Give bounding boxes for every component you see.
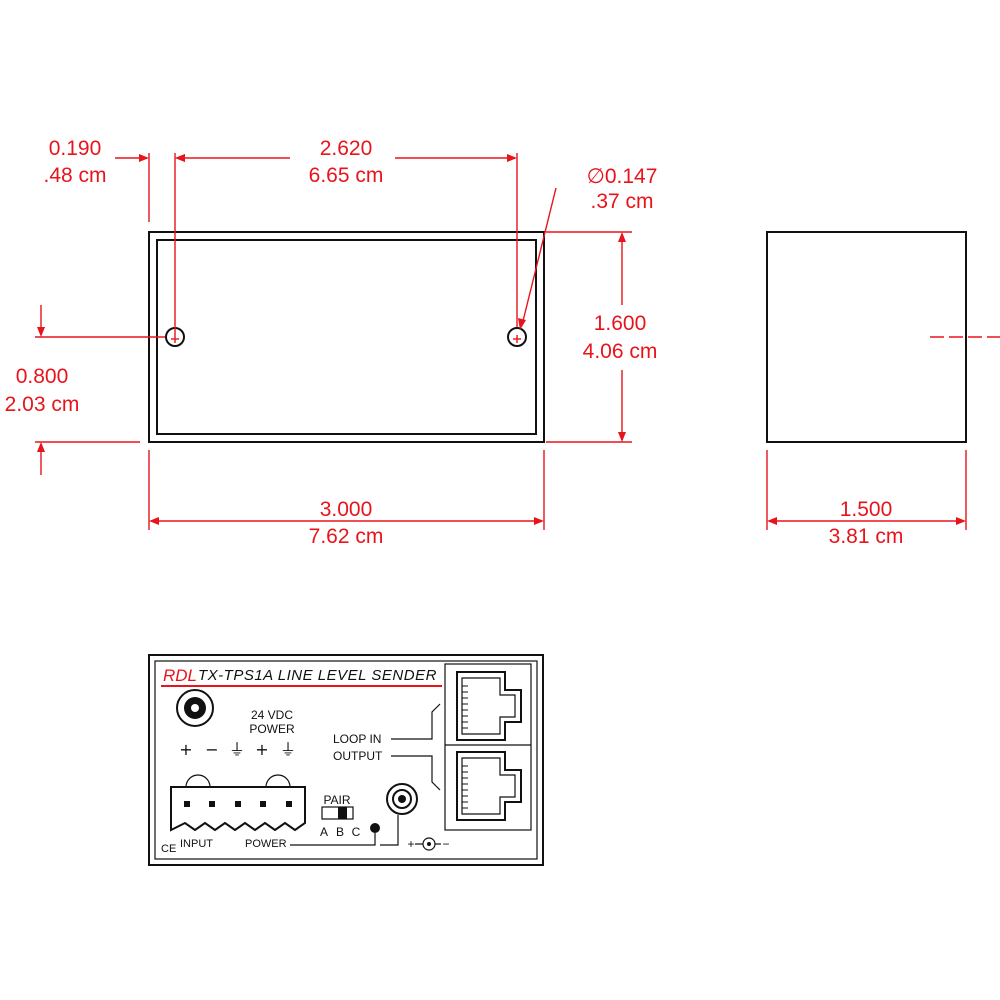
hole-height-dimension: 0.800 2.03 cm bbox=[5, 305, 165, 475]
hole-offset-cm: .48 cm bbox=[43, 164, 106, 187]
width-cm: 7.62 cm bbox=[309, 525, 384, 548]
power-spec-label: POWER bbox=[249, 722, 295, 736]
rca-leader bbox=[380, 815, 399, 846]
depth-inch: 1.500 bbox=[840, 498, 893, 521]
output-jack bbox=[456, 751, 522, 821]
polarity-minus: − bbox=[442, 837, 449, 851]
power-led bbox=[370, 823, 380, 833]
width-dimension: 3.000 7.62 cm bbox=[148, 450, 545, 548]
power-jack bbox=[176, 689, 214, 727]
pair-option-b: B bbox=[336, 825, 344, 839]
output-label: OUTPUT bbox=[333, 749, 383, 763]
model-title: TX-TPS1A LINE LEVEL SENDER bbox=[198, 667, 437, 684]
rj45-block bbox=[444, 663, 532, 831]
front-panel-inner bbox=[154, 660, 538, 860]
ce-mark: CE bbox=[161, 843, 176, 855]
terminal-sign-1: + bbox=[179, 740, 192, 759]
brand-logo: RDL bbox=[163, 666, 197, 685]
hole-spacing-inch: 2.620 bbox=[320, 137, 373, 160]
hole-diameter-inch: ∅0.147 bbox=[587, 165, 658, 188]
height-inch: 1.600 bbox=[594, 312, 647, 335]
power-spec-voltage: 24 VDC bbox=[251, 708, 293, 722]
terminal-block bbox=[170, 774, 306, 832]
polarity-symbol: + − bbox=[407, 837, 449, 851]
rca-connector bbox=[386, 783, 418, 815]
output-leader bbox=[391, 755, 441, 791]
width-inch: 3.000 bbox=[320, 498, 373, 521]
hole-spacing-dimension: 2.620 6.65 cm bbox=[175, 137, 518, 327]
loop-in-jack bbox=[456, 671, 522, 741]
terminal-sign-2: − bbox=[205, 740, 218, 759]
depth-dimension: 1.500 3.81 cm bbox=[766, 450, 967, 548]
pair-label: PAIR bbox=[323, 793, 350, 807]
hole-offset-dimension: 0.190 .48 cm bbox=[43, 137, 185, 335]
side-view-outline bbox=[766, 231, 967, 443]
terminal-sign-3: ⏚ bbox=[229, 740, 245, 759]
mounting-hole-right bbox=[507, 327, 527, 347]
top-view-inner-outline bbox=[156, 239, 537, 435]
front-panel-outer bbox=[148, 654, 544, 866]
hole-offset-inch: 0.190 bbox=[49, 137, 102, 160]
top-view-outer-outline bbox=[148, 231, 545, 443]
hole-spacing-cm: 6.65 cm bbox=[309, 164, 384, 187]
terminal-sign-5: ⏚ bbox=[280, 740, 296, 759]
pair-option-c: C bbox=[352, 825, 361, 839]
pair-switch bbox=[321, 806, 354, 820]
hole-height-cm: 2.03 cm bbox=[5, 393, 80, 416]
terminal-sign-4: + bbox=[255, 740, 268, 759]
polarity-plus: + bbox=[407, 837, 414, 851]
power-led-leader bbox=[290, 833, 376, 846]
height-dimension: 1.600 4.06 cm bbox=[546, 231, 658, 443]
hole-diameter-cm: .37 cm bbox=[590, 190, 653, 213]
pair-option-a: A bbox=[320, 825, 328, 839]
hole-diameter-leader: ∅0.147 .37 cm bbox=[518, 165, 657, 330]
loop-in-leader bbox=[391, 703, 441, 740]
power-label: POWER bbox=[245, 838, 287, 850]
side-view: 1.500 3.81 cm bbox=[766, 231, 1000, 548]
front-panel: RDL TX-TPS1A LINE LEVEL SENDER bbox=[148, 654, 544, 866]
input-label: INPUT bbox=[180, 838, 213, 850]
hole-height-inch: 0.800 bbox=[16, 365, 69, 388]
depth-cm: 3.81 cm bbox=[829, 525, 904, 548]
height-cm: 4.06 cm bbox=[583, 340, 658, 363]
top-view: 0.190 .48 cm 2.620 6.65 cm ∅0.147 .37 cm bbox=[5, 137, 658, 548]
loop-in-label: LOOP IN bbox=[333, 732, 381, 746]
